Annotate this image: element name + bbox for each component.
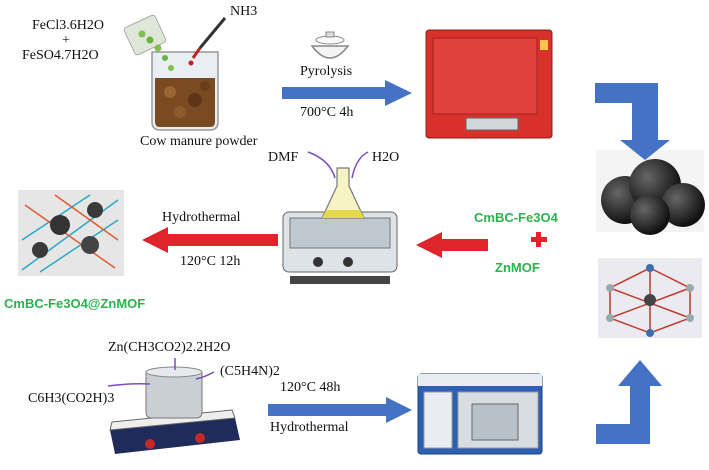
znmof-label: ZnMOF — [495, 260, 540, 275]
pyrolysis-conditions: 700°C 4h — [300, 105, 354, 120]
dropper-icon — [188, 17, 227, 66]
pyrolysis-label: Pyrolysis — [300, 64, 353, 79]
trimesic-acid-label: C6H3(CO2H)3 — [28, 391, 115, 406]
furnace-icon — [425, 29, 553, 139]
znmof-conditions: 120°C 48h — [280, 380, 341, 395]
beaker-icon — [151, 51, 219, 131]
salt-pellets-icon — [123, 14, 174, 71]
pyrolysis-arrow — [282, 80, 412, 106]
znmof-hydrothermal-label: Hydrothermal — [270, 420, 349, 435]
fe-salt2-label: FeSO4.7H2O — [22, 48, 99, 63]
hydrothermal-arrow-composite — [142, 227, 278, 253]
ultrasonic-bath-icon — [282, 211, 398, 284]
znmof-icon — [598, 258, 702, 338]
ammonia-label: NH3 — [230, 4, 258, 19]
precursor-arrows — [107, 358, 215, 387]
plus-icon — [531, 232, 547, 247]
hydrothermal-arrow-znmof — [268, 397, 412, 423]
hydrothermal-label: Hydrothermal — [162, 210, 241, 225]
zn-acetate-label: Zn(CH3CO2)2.2H2O — [108, 340, 231, 355]
combine-arrow — [416, 232, 488, 258]
crucible-icon — [310, 31, 350, 59]
plus-sign-label: + — [62, 33, 70, 48]
solvent-arrows — [307, 151, 369, 179]
product-label: CmBC-Fe3O4@ZnMOF — [4, 296, 146, 311]
elbow-arrow-up — [596, 360, 662, 444]
flask-icon — [321, 167, 365, 219]
oven-icon — [417, 373, 543, 455]
biochar-icon — [596, 150, 705, 235]
elbow-arrow-down — [595, 83, 670, 160]
hydrothermal-conditions: 120°C 12h — [180, 254, 241, 269]
cow-manure-label: Cow manure powder — [140, 134, 258, 149]
hotplate-stirrer-icon — [109, 409, 240, 454]
composite-product-icon — [18, 190, 124, 276]
water-label: H2O — [372, 150, 400, 165]
precursor-beaker-icon — [145, 366, 203, 419]
dmf-label: DMF — [268, 150, 299, 165]
cmbc-fe3o4-label: CmBC-Fe3O4 — [474, 210, 558, 225]
bipyridine-label: (C5H4N)2 — [220, 364, 280, 379]
fe-salt1-label: FeCl3.6H2O — [32, 18, 104, 33]
